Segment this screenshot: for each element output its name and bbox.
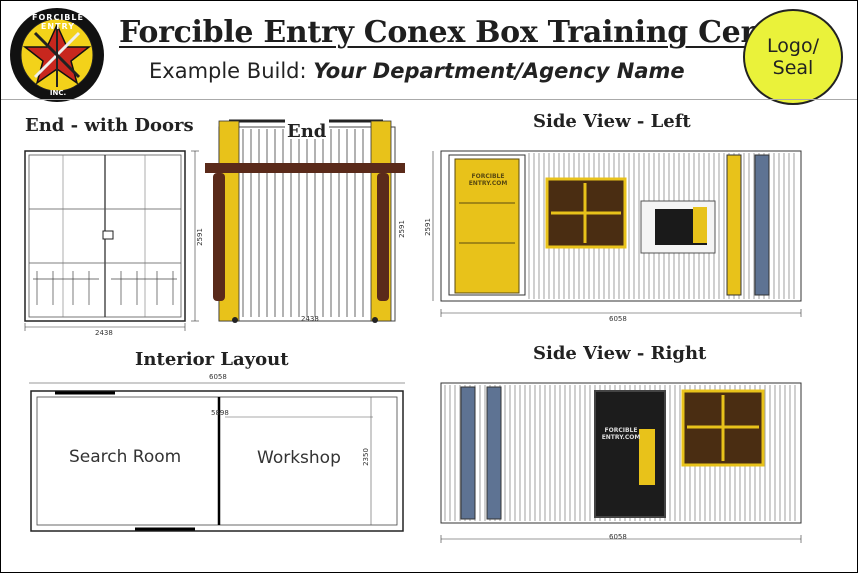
end-doors-height-dim: 2591: [195, 228, 204, 246]
interior-height-dim: 2350: [361, 448, 370, 466]
room-workshop: Workshop: [257, 448, 341, 468]
interior-drawing: [29, 382, 405, 532]
seal-line-2: Seal: [772, 57, 814, 79]
end-doors-drawing: [24, 150, 199, 331]
end-doors-label: End - with Doors: [25, 115, 194, 136]
side-right-drawing: [440, 382, 802, 543]
end-doors-width-dim: 2438: [95, 329, 113, 337]
side-left-label: Side View - Left: [533, 111, 691, 132]
end-label: End: [287, 121, 327, 142]
interior-outer-dim: 6058: [209, 373, 227, 381]
end-width-dim: 2438: [301, 315, 319, 323]
side-left-width-dim: 6058: [609, 315, 627, 323]
page-title: Forcible Entry Conex Box Training Center: [119, 15, 810, 50]
side-left-height-dim: 2591: [423, 218, 432, 236]
seal-line-1: Logo/: [767, 35, 819, 57]
room-search: Search Room: [69, 447, 182, 467]
end-height-dim: 2591: [397, 220, 406, 238]
header-separator: [1, 99, 857, 100]
forcible-entry-logo: [10, 8, 104, 102]
end-drawing: [205, 117, 405, 323]
logo-text-top: FORCIBLE ENTRY: [32, 13, 84, 31]
page-subtitle: Example Build: Your Department/Agency Na…: [149, 59, 685, 83]
header: FORCIBLE ENTRY INC. Forcible Entry Conex…: [1, 1, 857, 105]
side-right-door-text: FORCIBLE ENTRY.COM: [601, 427, 641, 441]
interior-inner-dim: 5898: [211, 409, 229, 417]
subtitle-agency-name: Your Department/Agency Name: [313, 59, 685, 83]
logo-text-bottom: INC.: [49, 89, 67, 97]
side-right-label: Side View - Right: [533, 343, 707, 364]
side-left-drawing: [432, 150, 802, 317]
interior-label: Interior Layout: [135, 349, 289, 370]
side-left-door-text: FORCIBLE ENTRY.COM: [468, 173, 508, 187]
subtitle-prefix: Example Build:: [149, 59, 314, 83]
logo-seal-placeholder: Logo/ Seal: [743, 9, 843, 105]
side-right-width-dim: 6058: [609, 533, 627, 541]
